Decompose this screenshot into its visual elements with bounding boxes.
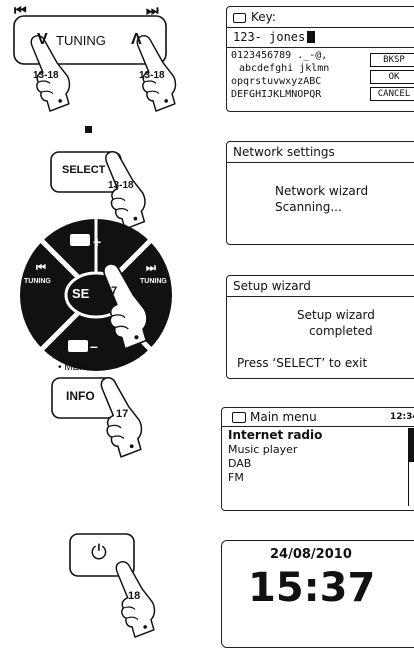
char-row-4[interactable]: DEFGHIJKLMNOPQR [231, 89, 322, 100]
char-row-1[interactable]: 0123456789 ._-@, [231, 50, 328, 61]
scrollbar-thumb[interactable] [409, 428, 414, 462]
setup-wizard-screen: Setup wizard Setup wizard completed Pres… [226, 275, 414, 379]
setup-line-1: Setup wizard [297, 308, 375, 322]
dial-center-select[interactable]: SE [72, 286, 90, 301]
dial-prev-icon: ⏮ [36, 262, 46, 274]
finger-label-right: 13-18 [139, 70, 165, 81]
info-button[interactable]: INFO [66, 389, 95, 403]
dial-minus-icon[interactable]: – [90, 338, 98, 354]
setup-footer: Press ‘SELECT’ to exit [237, 356, 368, 370]
finger-label-dial: 17 [105, 285, 118, 297]
menu-scrollbar[interactable] [408, 428, 414, 506]
menu-label: • MENU [58, 362, 94, 373]
clock-screen: 24/08/2010 15:37 [221, 540, 414, 648]
main-menu-title: Main menu [250, 410, 317, 424]
divider [227, 296, 414, 297]
folder-minus-icon [68, 340, 88, 352]
dial-right-tuning-label[interactable]: TUNING [140, 278, 167, 285]
key-title: Key: [251, 10, 276, 24]
next-track-icon: ⏭ [146, 2, 159, 18]
dial-next-icon: ⏭ [146, 262, 156, 274]
char-row-2[interactable]: abcdefghi jklmn [239, 63, 330, 74]
network-line-2: Scanning... [275, 200, 342, 214]
menu-item-internet-radio[interactable]: Internet radio [228, 428, 323, 442]
char-row-3[interactable]: opqrstuvwxyzABC [231, 76, 322, 87]
network-line-1: Network wizard [275, 184, 369, 198]
clock-time: 15:37 [248, 565, 376, 611]
tuning-label: TUNING [56, 33, 106, 48]
setup-title: Setup wizard [233, 279, 311, 293]
ok-button[interactable]: OK [370, 70, 414, 84]
setup-line-2: completed [309, 324, 373, 338]
bksp-button[interactable]: BKSP [370, 53, 414, 67]
key-entry-screen: Key: 123- jones 0123456789 ._-@, abcdefg… [226, 6, 414, 112]
tuning-down-icon[interactable]: V [37, 31, 48, 48]
divider [227, 47, 414, 48]
divider [222, 426, 414, 427]
dial-left-tuning-label[interactable]: TUNING [24, 278, 51, 285]
tuning-up-icon[interactable]: Λ [131, 31, 142, 48]
folder-plus-icon [70, 234, 90, 246]
prev-track-icon: ⏮ [14, 2, 27, 18]
stop-square-icon [85, 126, 92, 133]
menu-item-dab[interactable]: DAB [228, 457, 252, 470]
divider [227, 27, 414, 28]
key-entry-value[interactable]: 123- jones [233, 30, 306, 44]
main-menu-time: 12:34 [390, 412, 414, 422]
keyboard-icon [233, 12, 246, 23]
menu-item-music-player[interactable]: Music player [228, 443, 298, 456]
finger-label-left: 13-18 [33, 70, 59, 81]
dial-plus-icon[interactable]: + [93, 234, 102, 250]
text-cursor [307, 31, 316, 43]
network-settings-screen: Network settings Network wizard Scanning… [226, 141, 414, 245]
finger-label-info: 17 [116, 408, 129, 420]
tuning-button-frame [13, 15, 167, 65]
cancel-button[interactable]: CANCEL [370, 87, 414, 101]
menu-list-icon [232, 412, 246, 423]
select-button[interactable]: SELECT [62, 164, 106, 176]
power-icon[interactable]: ⏻ [91, 540, 107, 564]
menu-item-fm[interactable]: FM [228, 471, 244, 484]
finger-label-power: 18 [128, 590, 141, 602]
main-menu-screen: Main menu 12:34 Internet radio Music pla… [221, 407, 414, 511]
network-title: Network settings [233, 145, 335, 159]
divider [227, 162, 414, 163]
finger-label-select: 13-18 [108, 180, 134, 191]
clock-date: 24/08/2010 [270, 547, 352, 562]
